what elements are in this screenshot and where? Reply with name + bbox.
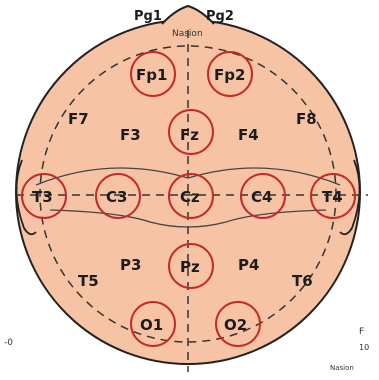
t3-label: T3 [32, 188, 53, 206]
c4-label: C4 [251, 188, 272, 206]
pg2-label: Pg2 [206, 9, 234, 24]
fp1-label: Fp1 [136, 66, 167, 84]
t6-label: T6 [292, 272, 313, 290]
nasion-label: Nasion [172, 29, 203, 39]
left-edge-fragment: -0 [4, 338, 13, 348]
pz-label: Pz [180, 258, 200, 276]
cz-label: Cz [180, 188, 200, 206]
p3-label: P3 [120, 256, 141, 274]
c3-label: C3 [106, 188, 127, 206]
f8-label: F8 [296, 110, 317, 128]
right-edge-nasion: Nasion [330, 364, 354, 372]
f7-label: F7 [68, 110, 89, 128]
pg1-label: Pg1 [134, 9, 162, 24]
right-edge-f: F [359, 327, 364, 337]
fp2-label: Fp2 [214, 66, 245, 84]
o1-label: O1 [140, 316, 163, 334]
o2-label: O2 [224, 316, 247, 334]
right-edge-10: 10 [359, 343, 369, 352]
fz-label: Fz [180, 126, 199, 144]
t4-label: T4 [322, 188, 343, 206]
p4-label: P4 [238, 256, 259, 274]
f4-label: F4 [238, 126, 259, 144]
f3-label: F3 [120, 126, 141, 144]
t5-label: T5 [78, 272, 99, 290]
